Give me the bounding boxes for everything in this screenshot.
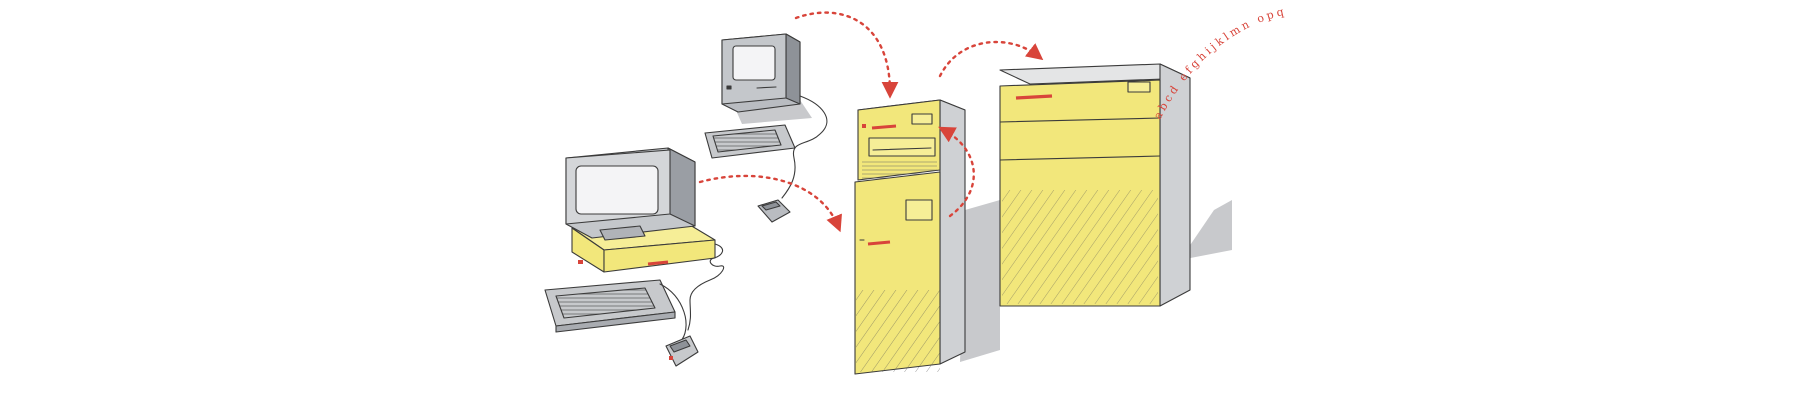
mac-computer-icon [704, 33, 828, 223]
workstation-screen [575, 165, 659, 215]
connection-arrows [698, 11, 1044, 233]
keyboard-icon [704, 124, 796, 159]
tower-server-icon [854, 99, 1000, 375]
dotted-arrow-icon [938, 126, 975, 218]
dotted-arrow-icon [794, 11, 899, 99]
tower-red-stripe-bottom [867, 240, 891, 246]
tower-red-stripe-top [871, 124, 897, 130]
keyboard-icon [544, 279, 676, 333]
dotted-arrow-icon [938, 40, 1044, 78]
workstation-computer-icon [544, 147, 725, 367]
dotted-arrow-icon [698, 174, 842, 233]
mouse-icon [665, 335, 699, 367]
mainframe-shadow [1180, 200, 1232, 260]
mouse-icon [757, 199, 791, 223]
mac-screen [732, 45, 776, 81]
tower-shadow [960, 200, 1000, 362]
workstation-red-stripe [647, 260, 669, 266]
mainframe-red-stripe [1015, 94, 1053, 100]
